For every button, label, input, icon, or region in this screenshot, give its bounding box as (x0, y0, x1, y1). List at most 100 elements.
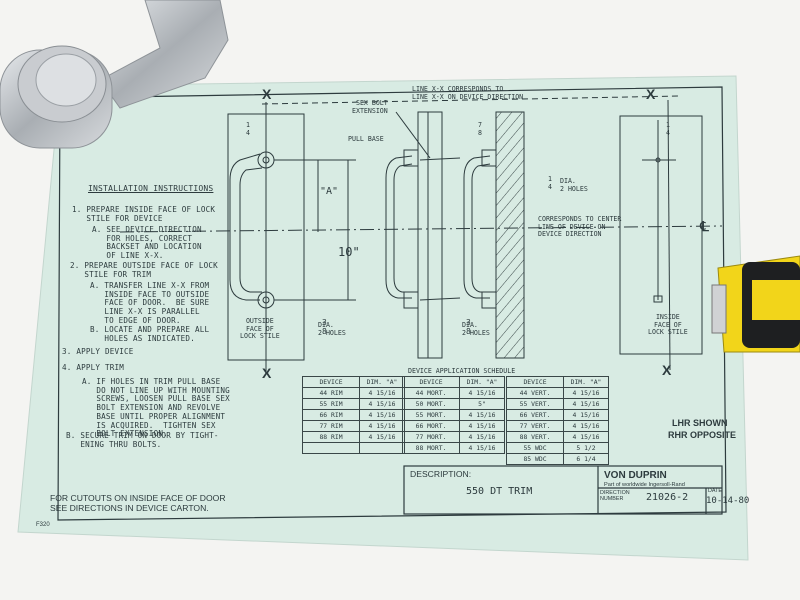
pull-base-label: PULL BASE (348, 135, 384, 143)
instruction-step-1a: A. SEE DEVICE DIRECTION FOR HOLES, CORRE… (92, 225, 202, 261)
sex-bolt-label: SEX BOLT EXTENSION (352, 99, 388, 115)
schedule-device-cell: 55 WDC (506, 442, 564, 454)
dim-10: 10" (338, 245, 360, 259)
x-marker-left-bottom: X (262, 365, 272, 381)
description-value: 550 DT TRIM (466, 486, 533, 497)
schedule-device-cell: 66 VERT. (506, 409, 564, 421)
schedule-row: 55 MORT.4 15/16 (402, 409, 505, 421)
schedule-device-cell: 88 RIM (302, 431, 360, 443)
lever-handle-photo (0, 0, 229, 149)
schedule-dim-cell: 4 15/16 (459, 442, 505, 454)
schedule-row: 50 MORT.5" (402, 398, 505, 410)
schedule-title: DEVICE APPLICATION SCHEDULE (408, 367, 516, 375)
dim-a: "A" (320, 186, 339, 197)
schedule-dim-cell: 4 15/16 (459, 387, 505, 399)
date-label: DATE (708, 488, 722, 494)
cutouts-note: FOR CUTOUTS ON INSIDE FACE OF DOOR SEE D… (50, 493, 226, 513)
instruction-step-4: 4. APPLY TRIM (62, 363, 125, 372)
schedule-device-cell: 77 MORT. (402, 431, 460, 443)
schedule-row: 44 MORT.4 15/16 (402, 387, 505, 399)
schedule-dim-cell: 4 15/16 (563, 431, 609, 443)
quarter-dia-frac: 1 4 (548, 175, 552, 191)
schedule-dim-cell (359, 442, 405, 454)
schedule-row: 44 VERT.4 15/16 (506, 387, 609, 399)
center-line-symbol: ℄ (700, 218, 709, 234)
x-marker-right-bottom: X (662, 362, 672, 378)
direction-value: 21026-2 (646, 492, 689, 503)
schedule-device-cell: 88 VERT. (506, 431, 564, 443)
schedule-dim-cell: 4 15/16 (459, 420, 505, 432)
schedule-device-cell: 77 VERT. (506, 420, 564, 432)
schedule-device-cell: 44 VERT. (506, 387, 564, 399)
schedule-col-device: DEVICE (402, 376, 460, 388)
rhr-opposite: RHR OPPOSITE (668, 430, 737, 440)
schedule-col-device: DEVICE (506, 376, 564, 388)
brand-sub: Part of worldwide Ingersoll-Rand (604, 482, 685, 488)
instruction-step-2: 2. PREPARE OUTSIDE FACE OF LOCK STILE FO… (70, 261, 218, 279)
schedule-dim-cell: 5" (459, 398, 505, 410)
instruction-step-3: 3. APPLY DEVICE (62, 347, 134, 356)
schedule-row: 77 VERT.4 15/16 (506, 420, 609, 432)
date-value: 10-14-80 (706, 496, 750, 506)
quarter-dia-text: DIA. 2 HOLES (560, 177, 588, 193)
schedule-col-dim: DIM. "A" (359, 376, 405, 388)
schedule-dim-cell: 4 15/16 (359, 431, 405, 443)
schedule-col-device: DEVICE (302, 376, 360, 388)
schedule-dim-cell: 6 1/4 (563, 453, 609, 465)
x-marker-left-top: X (262, 86, 272, 102)
schedule-device-cell: 55 RIM (302, 398, 360, 410)
instruction-step-1: 1. PREPARE INSIDE FACE OF LOCK STILE FOR… (72, 205, 216, 223)
schedule-device-cell: 77 RIM (302, 420, 360, 432)
schedule-col-dim: DIM. "A" (459, 376, 505, 388)
three-eighths-frac-mid: 3 8 (466, 318, 471, 337)
outside-face-label: OUTSIDE FACE OF LOCK STILE (240, 317, 280, 341)
schedule-col-dim: DIM. "A" (563, 376, 609, 388)
schedule-device-cell: 66 MORT. (402, 420, 460, 432)
drawing-lines (119, 95, 723, 372)
schedule-device-cell: 66 RIM (302, 409, 360, 421)
schedule-dim-cell: 4 15/16 (563, 409, 609, 421)
center-line-note: CORRESPONDS TO CENTER LINE OF DEVICE ON … (538, 215, 622, 239)
schedule-dim-cell: 4 15/16 (359, 420, 405, 432)
schedule-row (302, 442, 405, 454)
title-block-lines (403, 465, 723, 515)
line-xx-note: LINE X-X CORRESPONDS TO LINE X-X ON DEVI… (412, 85, 524, 101)
schedule-dim-cell: 4 15/16 (459, 409, 505, 421)
schedule-device-cell: 50 MORT. (402, 398, 460, 410)
schedule-dim-cell: 4 15/16 (563, 420, 609, 432)
schedule-device-cell: 44 RIM (302, 387, 360, 399)
dim-seven-eighths: 7 8 (478, 121, 482, 137)
instruction-step-2a: A. TRANSFER LINE X-X FROM INSIDE FACE TO… (90, 281, 210, 325)
dim-quarter-left: 1 4 (246, 121, 250, 137)
form-code: F320 (36, 522, 50, 528)
schedule-device-cell: 44 MORT. (402, 387, 460, 399)
schedule-device-cell: 88 MORT. (402, 442, 460, 454)
schedule-row: 77 MORT.4 15/16 (402, 431, 505, 443)
three-eighths-frac-left: 3 8 (322, 318, 327, 337)
schedule-row: 66 MORT.4 15/16 (402, 420, 505, 432)
schedule-row: 88 MORT.4 15/16 (402, 442, 505, 454)
schedule-dim-cell: 4 15/16 (563, 398, 609, 410)
inside-face-label: INSIDE FACE OF LOCK STILE (648, 313, 688, 337)
instruction-step-4b: B. SECURE TRIM ON DOOR BY TIGHT- ENING T… (66, 431, 219, 449)
schedule-device-cell: 85 WDC (506, 453, 564, 465)
dim-quarter-right: 1 4 (666, 121, 670, 137)
description-label: DESCRIPTION: (410, 469, 472, 479)
lhr-shown: LHR SHOWN (672, 418, 728, 428)
schedule-dim-cell: 4 15/16 (359, 398, 405, 410)
schedule-dim-cell: 4 15/16 (359, 409, 405, 421)
schedule-dim-cell: 4 15/16 (359, 387, 405, 399)
schedule-dim-cell: 5 1/2 (563, 442, 609, 454)
